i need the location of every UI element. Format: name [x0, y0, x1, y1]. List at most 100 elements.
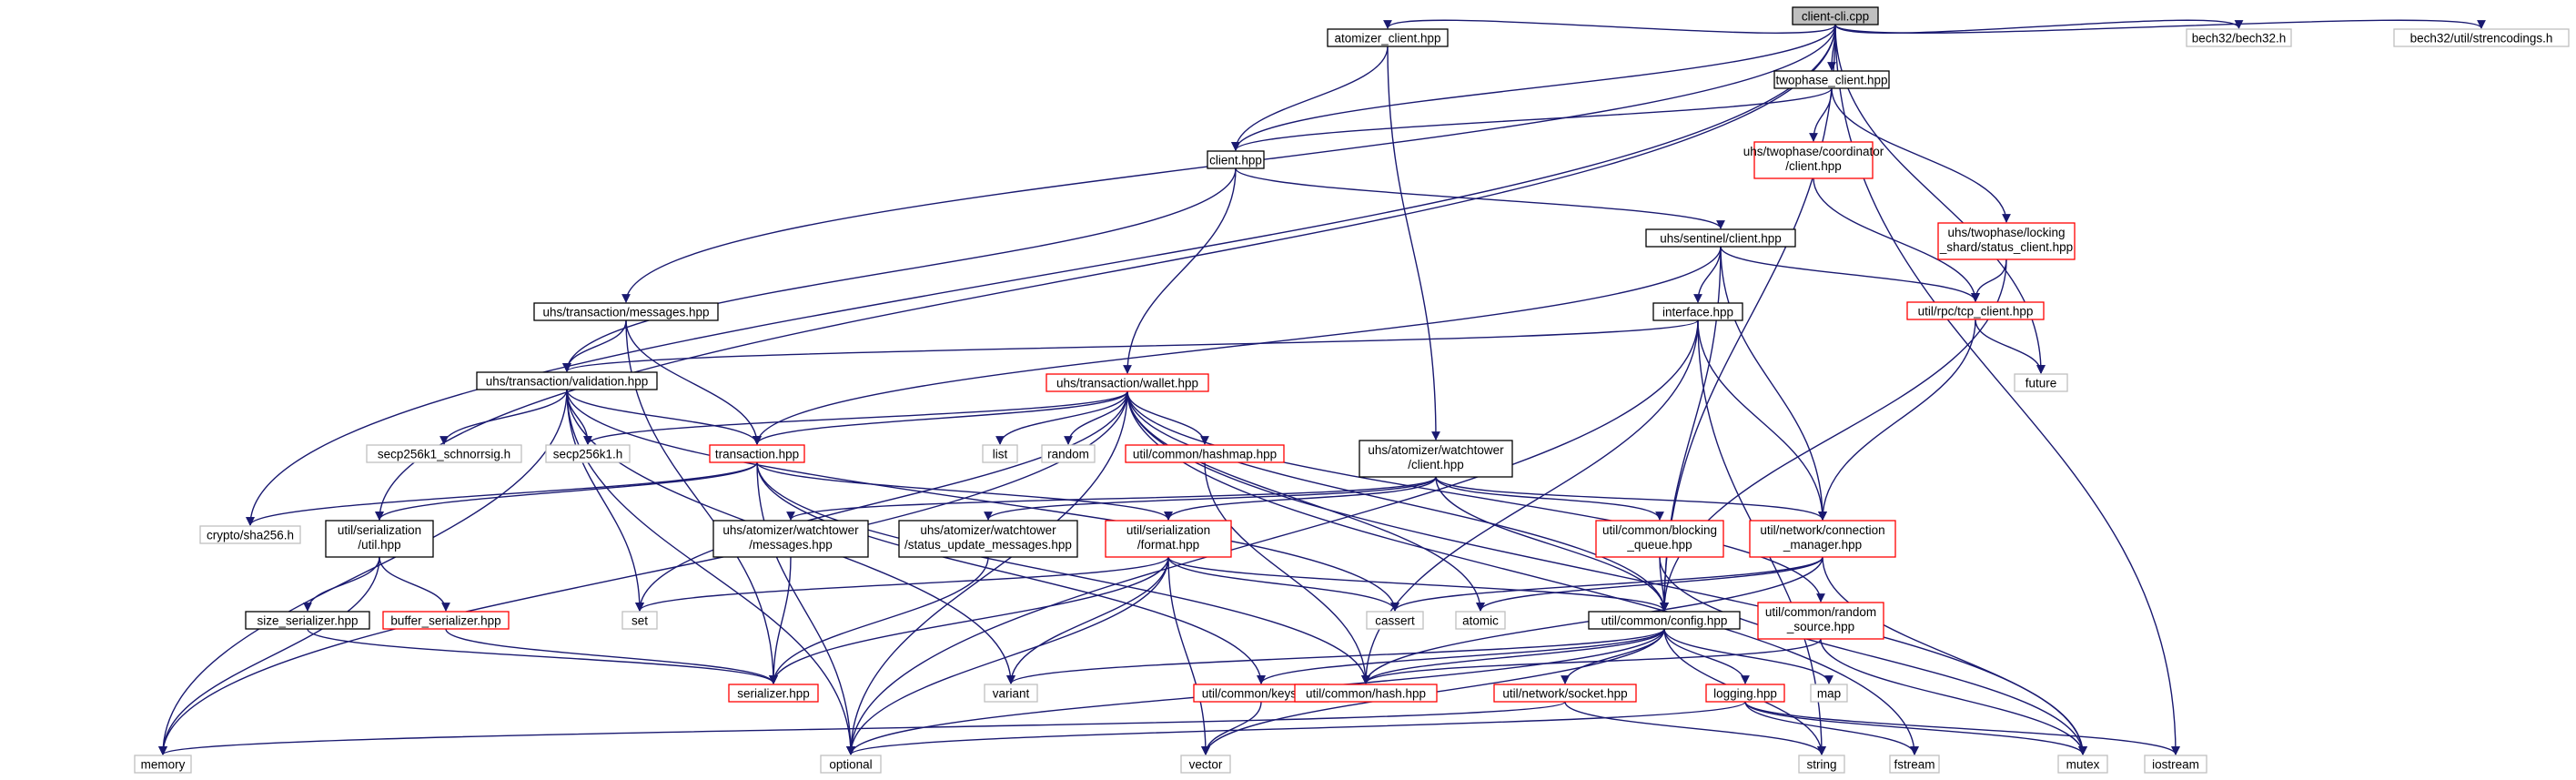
- node-label: util/common/hashmap.hpp: [1133, 448, 1277, 461]
- node-blocking_queue[interactable]: util/common/blocking_queue.hpp: [1595, 520, 1724, 558]
- edge-ser_util-to-memory: [158, 556, 380, 755]
- node-label: mutex: [2066, 758, 2100, 772]
- node-buffer_ser[interactable]: buffer_serializer.hpp: [382, 611, 510, 630]
- node-random: random: [1041, 444, 1096, 463]
- node-socket[interactable]: util/network/socket.hpp: [1493, 684, 1637, 703]
- node-hashmap[interactable]: util/common/hashmap.hpp: [1125, 444, 1285, 463]
- edge-atomizer_client-to-client_hpp: [1231, 46, 1389, 151]
- edge-wallet-to-hashmap: [1126, 390, 1209, 445]
- edge-atomizer_client-to-wt_client: [1387, 46, 1440, 441]
- node-box: [1645, 228, 1796, 248]
- edge-transaction-to-keys: [756, 461, 1266, 684]
- edge-logging-to-optional: [846, 701, 1746, 755]
- node-atomic: atomic: [1455, 611, 1506, 630]
- node-vector: vector: [1180, 755, 1231, 774]
- node-label: atomic: [1462, 614, 1499, 628]
- node-tx_messages[interactable]: uhs/transaction/messages.hpp: [533, 302, 719, 321]
- node-interface[interactable]: interface.hpp: [1652, 302, 1743, 321]
- node-box: [1046, 373, 1209, 392]
- node-string: string: [1798, 755, 1845, 774]
- edge-wallet-to-transaction: [753, 390, 1128, 445]
- node-atomizer_client[interactable]: atomizer_client.hpp: [1327, 28, 1449, 47]
- edge-ser_util-to-size_ser: [303, 556, 380, 612]
- node-root[interactable]: client-cli.cpp: [1792, 6, 1879, 25]
- node-wt_status[interactable]: uhs/atomizer/watchtower/status_update_me…: [898, 520, 1078, 558]
- edge-interface-to-validation: [562, 319, 1699, 372]
- edge-transaction-to-sha256: [246, 461, 758, 526]
- node-box: [1705, 684, 1785, 703]
- node-label: uhs/sentinel/client.hpp: [1660, 232, 1782, 246]
- node-box: [1493, 684, 1637, 703]
- node-box: [712, 520, 869, 558]
- node-sentinel[interactable]: uhs/sentinel/client.hpp: [1645, 228, 1796, 248]
- edge-ser_format-to-serializer: [769, 556, 1169, 684]
- node-map: map: [1810, 684, 1848, 703]
- node-logging[interactable]: logging.hpp: [1705, 684, 1785, 703]
- edge-logging-to-fstream: [1744, 701, 1919, 755]
- node-conn_mgr[interactable]: util/network/connection_manager.hpp: [1749, 520, 1896, 558]
- node-cassert: cassert: [1366, 611, 1424, 630]
- edge-socket-to-memory: [158, 701, 1566, 755]
- node-box: [2393, 28, 2570, 47]
- node-tcp_client[interactable]: util/rpc/tcp_client.hpp: [1906, 301, 2045, 320]
- edge-transaction-to-ser_format: [756, 461, 1173, 521]
- node-label: iostream: [2152, 758, 2199, 772]
- edge-tcp_client-to-future: [1975, 319, 2046, 374]
- edge-config-to-keys: [1257, 628, 1665, 684]
- node-box: [1366, 611, 1424, 630]
- edge-wt_client-to-ser_format: [1164, 476, 1437, 521]
- node-tp_locking[interactable]: uhs/twophase/locking_shard/status_client…: [1937, 222, 2076, 260]
- node-transaction[interactable]: transaction.hpp: [709, 444, 805, 463]
- node-label: optional: [829, 758, 872, 772]
- node-ser_format[interactable]: util/serialization/format.hpp: [1105, 520, 1232, 558]
- node-wt_messages[interactable]: uhs/atomizer/watchtower/messages.hpp: [712, 520, 869, 558]
- node-label: serializer.hpp: [737, 687, 810, 701]
- node-wt_client[interactable]: uhs/atomizer/watchtower/client.hpp: [1359, 440, 1513, 478]
- node-random_source[interactable]: util/common/random_source.hpp: [1757, 602, 1884, 640]
- node-box: [2057, 755, 2108, 774]
- node-label: buffer_serializer.hpp: [390, 614, 500, 628]
- edge-wallet-to-secp: [583, 390, 1128, 445]
- edge-wallet-to-config: [1126, 390, 1669, 612]
- edge-interface-to-optional: [846, 319, 1699, 755]
- node-size_ser[interactable]: size_serializer.hpp: [245, 611, 370, 630]
- node-box: [134, 755, 192, 774]
- node-set: set: [621, 611, 658, 630]
- edge-wt_messages-to-serializer: [769, 556, 792, 684]
- node-bech32_util: bech32/util/strencodings.h: [2393, 28, 2570, 47]
- node-client_hpp[interactable]: client.hpp: [1207, 150, 1265, 169]
- node-label: list: [993, 448, 1008, 461]
- node-label: /status_update_messages.hpp: [904, 538, 1072, 552]
- edge-client_hpp-to-wallet: [1123, 167, 1237, 374]
- node-label: client-cli.cpp: [1802, 10, 1869, 24]
- node-label: /messages.hpp: [749, 538, 833, 552]
- edge-conn_mgr-to-cassert: [1390, 556, 1823, 612]
- node-wallet[interactable]: uhs/transaction/wallet.hpp: [1046, 373, 1209, 392]
- node-serializer[interactable]: serializer.hpp: [728, 684, 819, 703]
- node-label: set: [631, 614, 648, 628]
- node-config[interactable]: util/common/config.hpp: [1588, 611, 1741, 630]
- node-tp_coord[interactable]: uhs/twophase/coordinator/client.hpp: [1743, 141, 1884, 179]
- node-label: client.hpp: [1209, 154, 1262, 167]
- node-label: twophase_client.hpp: [1775, 74, 1887, 87]
- node-ser_util[interactable]: util/serialization/util.hpp: [325, 520, 434, 558]
- node-box: [199, 525, 301, 544]
- node-box: [1125, 444, 1285, 463]
- node-validation[interactable]: uhs/transaction/validation.hpp: [476, 371, 658, 390]
- edge-socket-to-string: [1564, 701, 1826, 755]
- node-label: interface.hpp: [1662, 306, 1733, 319]
- node-hash[interactable]: util/common/hash.hpp: [1294, 684, 1438, 703]
- edge-root-to-iostream: [1834, 24, 2180, 755]
- edge-ser_format-to-optional: [846, 556, 1169, 755]
- edge-client_hpp-to-sentinel: [1235, 167, 1725, 229]
- node-twophase_client[interactable]: twophase_client.hpp: [1773, 70, 1890, 89]
- edge-logging-to-iostream: [1744, 701, 2180, 755]
- node-label: future: [2025, 377, 2057, 390]
- node-box: [366, 444, 522, 463]
- edge-validation-to-cassert: [566, 389, 1399, 612]
- edge-root-to-config: [1660, 24, 1836, 612]
- node-label: util/network/connection: [1760, 523, 1884, 537]
- node-label: cassert: [1375, 614, 1415, 628]
- node-box: [2186, 28, 2292, 47]
